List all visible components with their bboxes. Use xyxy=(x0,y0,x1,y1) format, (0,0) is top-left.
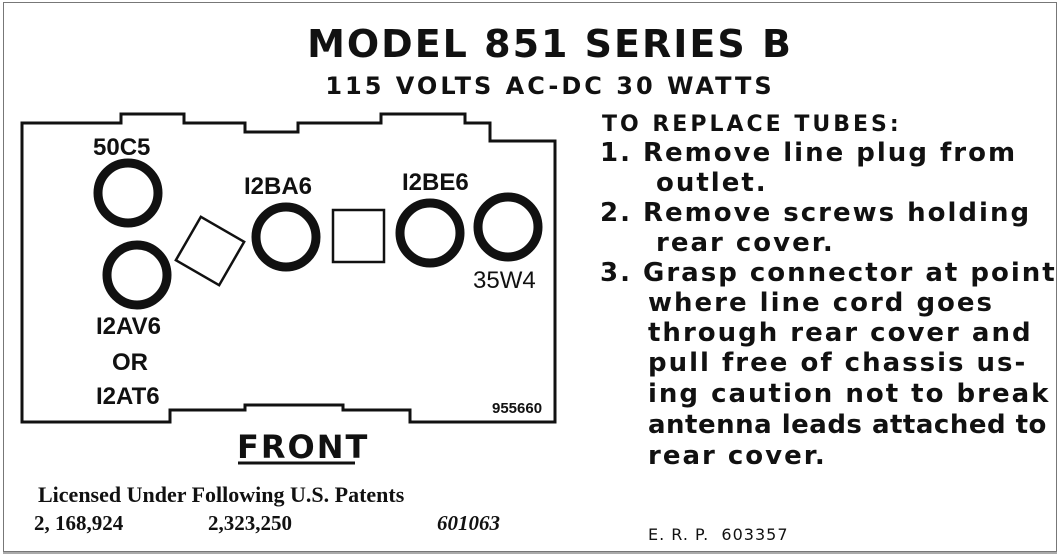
patent-number: 2, 168,924 xyxy=(34,511,124,535)
instruction-line: 1. Remove line plug from xyxy=(600,138,1018,168)
instruction-line: where line cord goes xyxy=(648,288,995,318)
tube-socket-35w4 xyxy=(473,192,543,262)
tube-socket-12ba6 xyxy=(251,202,321,272)
front-label: FRONT xyxy=(237,428,369,466)
tube-socket-50c5 xyxy=(93,158,163,228)
label-35w4: 35W4 xyxy=(473,267,536,294)
chassis-outline xyxy=(20,112,557,424)
instruction-line: antenna leads attached to xyxy=(648,410,1047,440)
label-12av6: I2AV6 xyxy=(96,313,161,340)
label-12be6: I2BE6 xyxy=(402,169,469,196)
instruction-line: 2. Remove screws holding xyxy=(600,198,1032,228)
component-square-rotated xyxy=(174,215,246,287)
instruction-line: ing caution not to break xyxy=(648,379,1051,409)
instruction-line: rear cover. xyxy=(656,228,835,258)
label-50c5: 50C5 xyxy=(93,134,150,161)
instructions-heading: TO REPLACE TUBES: xyxy=(602,112,902,137)
label-border xyxy=(3,2,1057,552)
model-title: MODEL 851 SERIES B xyxy=(307,22,793,66)
instruction-line: outlet. xyxy=(656,168,768,198)
patent-number: 601063 xyxy=(437,511,500,535)
part-number: 955660 xyxy=(492,400,542,417)
tube-socket-12be6 xyxy=(395,198,465,268)
instruction-line: rear cover. xyxy=(648,441,827,471)
label-or: OR xyxy=(112,349,148,376)
license-text: Licensed Under Following U.S. Patents xyxy=(38,482,405,507)
erp-number: E. R. P. 603357 xyxy=(648,525,789,544)
label-12ba6: I2BA6 xyxy=(244,173,312,200)
tube-socket-12av6 xyxy=(102,240,172,310)
patent-number: 2,323,250 xyxy=(208,511,292,535)
power-rating: 115 VOLTS AC-DC 30 WATTS xyxy=(325,72,775,100)
instruction-line: through rear cover and xyxy=(648,318,1033,348)
instruction-line: pull free of chassis us- xyxy=(648,348,1028,378)
label-12at6: I2AT6 xyxy=(96,383,160,410)
instruction-line: 3. Grasp connector at point xyxy=(600,258,1057,288)
component-square xyxy=(331,208,386,264)
